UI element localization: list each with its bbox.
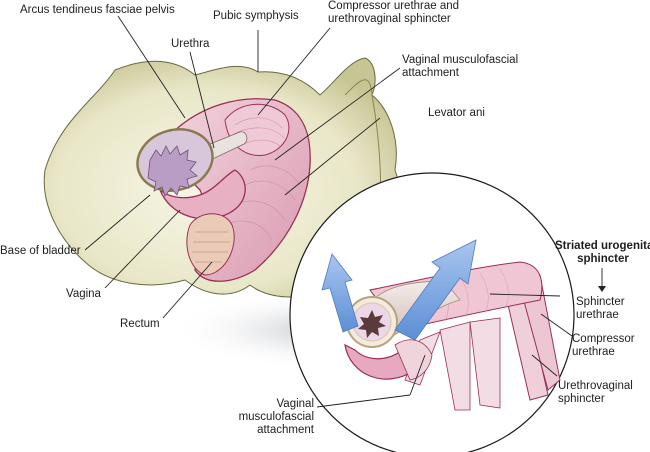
- fan-fibers-1: [439, 321, 471, 411]
- label-line: Urethrovaginal: [558, 380, 633, 392]
- label-vaginal-musculofascial-top: Vaginal musculofascial attachment: [402, 54, 518, 80]
- inset-anatomy: [321, 239, 561, 411]
- label-pubic-symphysis: Pubic symphysis: [213, 10, 299, 22]
- label-urethrovaginal-sphincter: Urethrovaginal sphincter: [558, 380, 633, 406]
- label-line: Vaginal: [276, 398, 314, 410]
- label-urethra: Urethra: [171, 38, 210, 50]
- right-support-arrow: [394, 239, 477, 341]
- label-line: musculofascial: [238, 411, 314, 423]
- vaginal-attachment: [394, 339, 433, 381]
- label-levator-ani: Levator ani: [428, 107, 485, 119]
- label-vaginal-musculofascial-inset: Vaginal musculofascial attachment: [220, 398, 314, 437]
- rectum-striations: [192, 231, 230, 263]
- label-striated-urogenital-sphincter: Striated urogenital sphincter: [555, 240, 650, 266]
- label-line: attachment: [257, 424, 314, 436]
- urethra-lumen-star: [358, 310, 386, 338]
- leader-lines: [84, 15, 603, 408]
- label-vagina: Vagina: [66, 288, 101, 300]
- fan-fibers-2: [469, 317, 501, 409]
- label-compressor-urethrae-top: Compressor urethrae and urethrovaginal s…: [328, 0, 459, 26]
- heading-arrowhead: [598, 286, 606, 292]
- left-support-arrow: [321, 253, 359, 333]
- label-rectum: Rectum: [120, 318, 160, 330]
- label-line: urethrae: [576, 309, 619, 321]
- vagina-ring: [158, 169, 246, 220]
- label-base-of-bladder: Base of bladder: [0, 245, 81, 257]
- label-line: attachment: [402, 67, 459, 79]
- label-line: sphincter: [577, 253, 629, 265]
- label-line: sphincter: [558, 393, 605, 405]
- label-line: urethrovaginal sphincter: [328, 13, 451, 25]
- label-line: Sphincter: [576, 296, 625, 308]
- label-arcus-tendineus: Arcus tendineus fasciae pelvis: [20, 4, 175, 16]
- label-line: Compressor: [572, 333, 635, 345]
- label-line: Vaginal musculofascial: [402, 54, 519, 66]
- label-compressor-urethrae: Compressor urethrae: [572, 333, 635, 359]
- label-line: Compressor urethrae and: [328, 0, 460, 12]
- bladder-lumen: [147, 145, 198, 197]
- label-line: Striated urogenital: [555, 240, 650, 252]
- label-sphincter-urethrae: Sphincter urethrae: [576, 296, 625, 322]
- rectum-tube: [186, 213, 235, 276]
- label-line: urethrae: [572, 346, 615, 358]
